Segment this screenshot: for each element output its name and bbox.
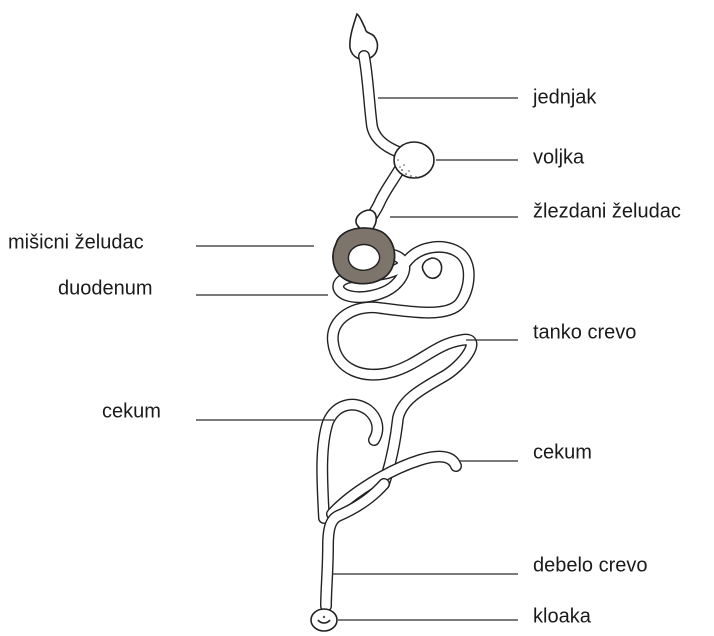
label-small-intestine: tanko crevo <box>533 321 636 343</box>
label-duodenum: duodenum <box>58 277 153 299</box>
esophagus <box>364 56 404 154</box>
label-cloaca: kloaka <box>533 605 592 627</box>
label-cecum-left: cekum <box>102 400 161 422</box>
crop <box>394 142 434 178</box>
label-esophagus: jednjak <box>532 86 597 108</box>
pancreas <box>422 258 441 278</box>
label-proventriculus: žlezdani želudac <box>533 200 681 222</box>
digestive-tract <box>311 14 472 631</box>
label-gizzard: mišicni želudac <box>8 231 144 253</box>
gizzard-lumen <box>348 245 379 271</box>
large-intestine <box>326 484 384 606</box>
label-large-intestine: debelo crevo <box>533 554 648 576</box>
label-cecum-right: cekum <box>533 441 592 463</box>
cloaca <box>311 609 337 631</box>
label-crop: voljka <box>533 146 585 168</box>
